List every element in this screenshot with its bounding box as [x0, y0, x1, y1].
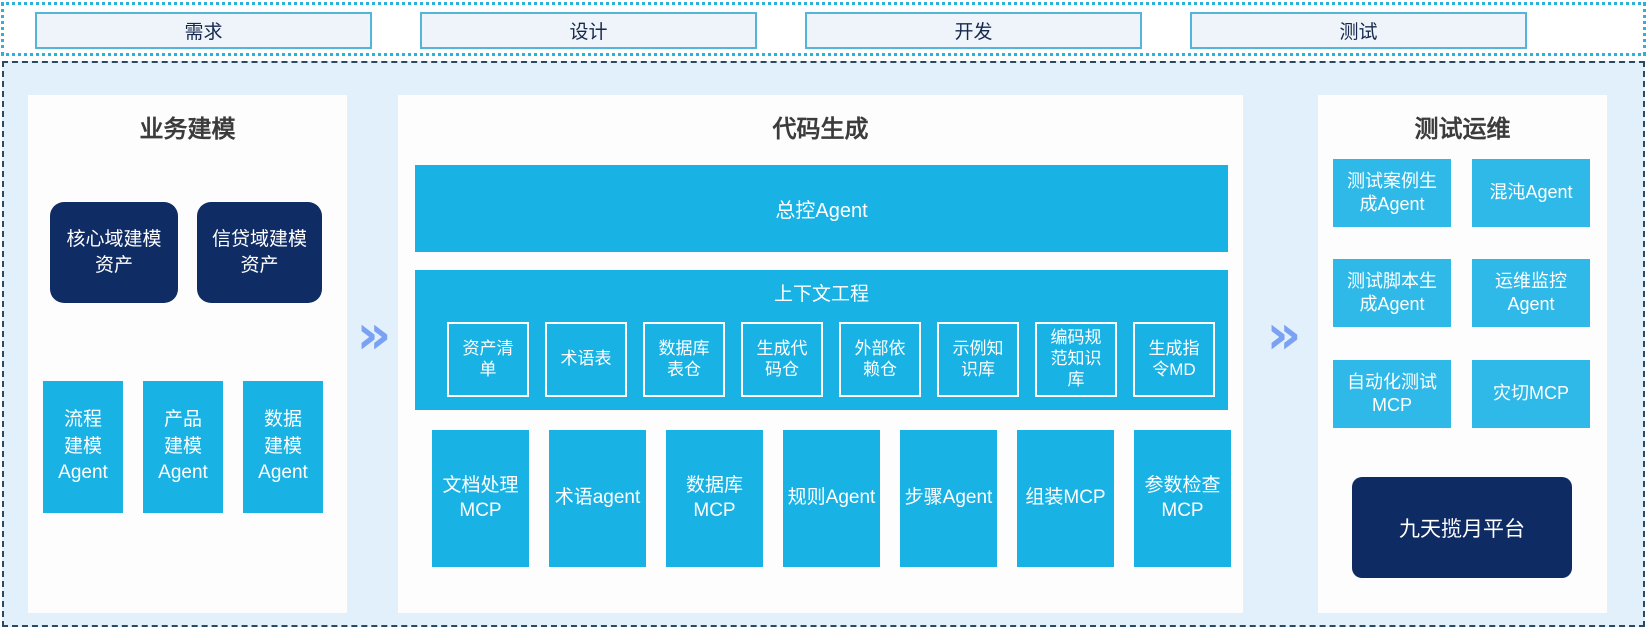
box-rule-agent: 规则Agent [783, 430, 880, 567]
phase-bar: 需求 设计 开发 测试 [1, 2, 1646, 56]
phase-development: 开发 [805, 12, 1142, 49]
phase-design: 设计 [420, 12, 757, 49]
box-database-table-repo: 数据库表仓 [643, 322, 725, 397]
section-test-ops: 测试运维 测试案例生成Agent 混沌Agent 测试脚本生成Agent 运维监… [1318, 95, 1607, 613]
box-test-script-generation-agent: 测试脚本生成Agent [1333, 259, 1451, 327]
double-chevron-icon: » [356, 302, 392, 366]
tools-row: 文档处理MCP 术语agent 数据库MCP 规则Agent 步骤Agent 组… [432, 430, 1231, 567]
box-document-processing-mcp: 文档处理MCP [432, 430, 529, 567]
box-glossary-agent: 术语agent [549, 430, 646, 567]
box-glossary: 术语表 [545, 322, 627, 397]
box-credit-domain-modeling-assets: 信贷域建模资产 [197, 202, 322, 303]
section-code-generation: 代码生成 总控Agent 上下文工程 资产清单 术语表 数据库表仓 生成代码仓 … [398, 95, 1243, 613]
box-master-control-agent: 总控Agent [415, 165, 1228, 252]
double-chevron-icon: » [1266, 302, 1302, 366]
box-test-case-generation-agent: 测试案例生成Agent [1333, 159, 1451, 227]
box-generation-instruction-md: 生成指令MD [1133, 322, 1215, 397]
box-parameter-check-mcp: 参数检查MCP [1134, 430, 1231, 567]
box-generated-code-repo: 生成代码仓 [741, 322, 823, 397]
box-chaos-agent: 混沌Agent [1472, 159, 1590, 227]
box-core-domain-modeling-assets: 核心域建模资产 [50, 202, 178, 303]
box-assembly-mcp: 组装MCP [1017, 430, 1114, 567]
phase-testing: 测试 [1190, 12, 1527, 49]
box-disaster-switch-mcp: 灾切MCP [1472, 360, 1590, 428]
box-step-agent: 步骤Agent [900, 430, 997, 567]
box-automated-test-mcp: 自动化测试MCP [1333, 360, 1451, 428]
box-coding-standard-knowledge-base: 编码规范知识库 [1035, 322, 1117, 397]
box-process-modeling-agent: 流程建模Agent [43, 381, 123, 513]
phase-requirements: 需求 [35, 12, 372, 49]
section-title-business-modeling: 业务建模 [139, 116, 236, 143]
panel-title-context-engineering: 上下文工程 [773, 284, 869, 305]
section-business-modeling: 业务建模 核心域建模资产 信贷域建模资产 流程建模Agent 产品建模Agent… [28, 95, 347, 613]
box-product-modeling-agent: 产品建模Agent [143, 381, 223, 513]
context-items-row: 资产清单 术语表 数据库表仓 生成代码仓 外部依赖仓 示例知识库 编码规范知识库… [447, 322, 1215, 397]
box-jiutian-lanyue-platform: 九天揽月平台 [1352, 477, 1572, 578]
section-title-test-ops: 测试运维 [1414, 116, 1511, 143]
section-title-code-generation: 代码生成 [772, 116, 869, 143]
workflow-container: 业务建模 核心域建模资产 信贷域建模资产 流程建模Agent 产品建模Agent… [2, 61, 1645, 627]
box-ops-monitoring-agent: 运维监控Agent [1472, 259, 1590, 327]
box-database-mcp: 数据库MCP [666, 430, 763, 567]
panel-context-engineering: 上下文工程 资产清单 术语表 数据库表仓 生成代码仓 外部依赖仓 示例知识库 编… [415, 270, 1228, 410]
box-external-dependency-repo: 外部依赖仓 [839, 322, 921, 397]
box-data-modeling-agent: 数据建模Agent [243, 381, 323, 513]
box-example-knowledge-base: 示例知识库 [937, 322, 1019, 397]
box-asset-list: 资产清单 [447, 322, 529, 397]
